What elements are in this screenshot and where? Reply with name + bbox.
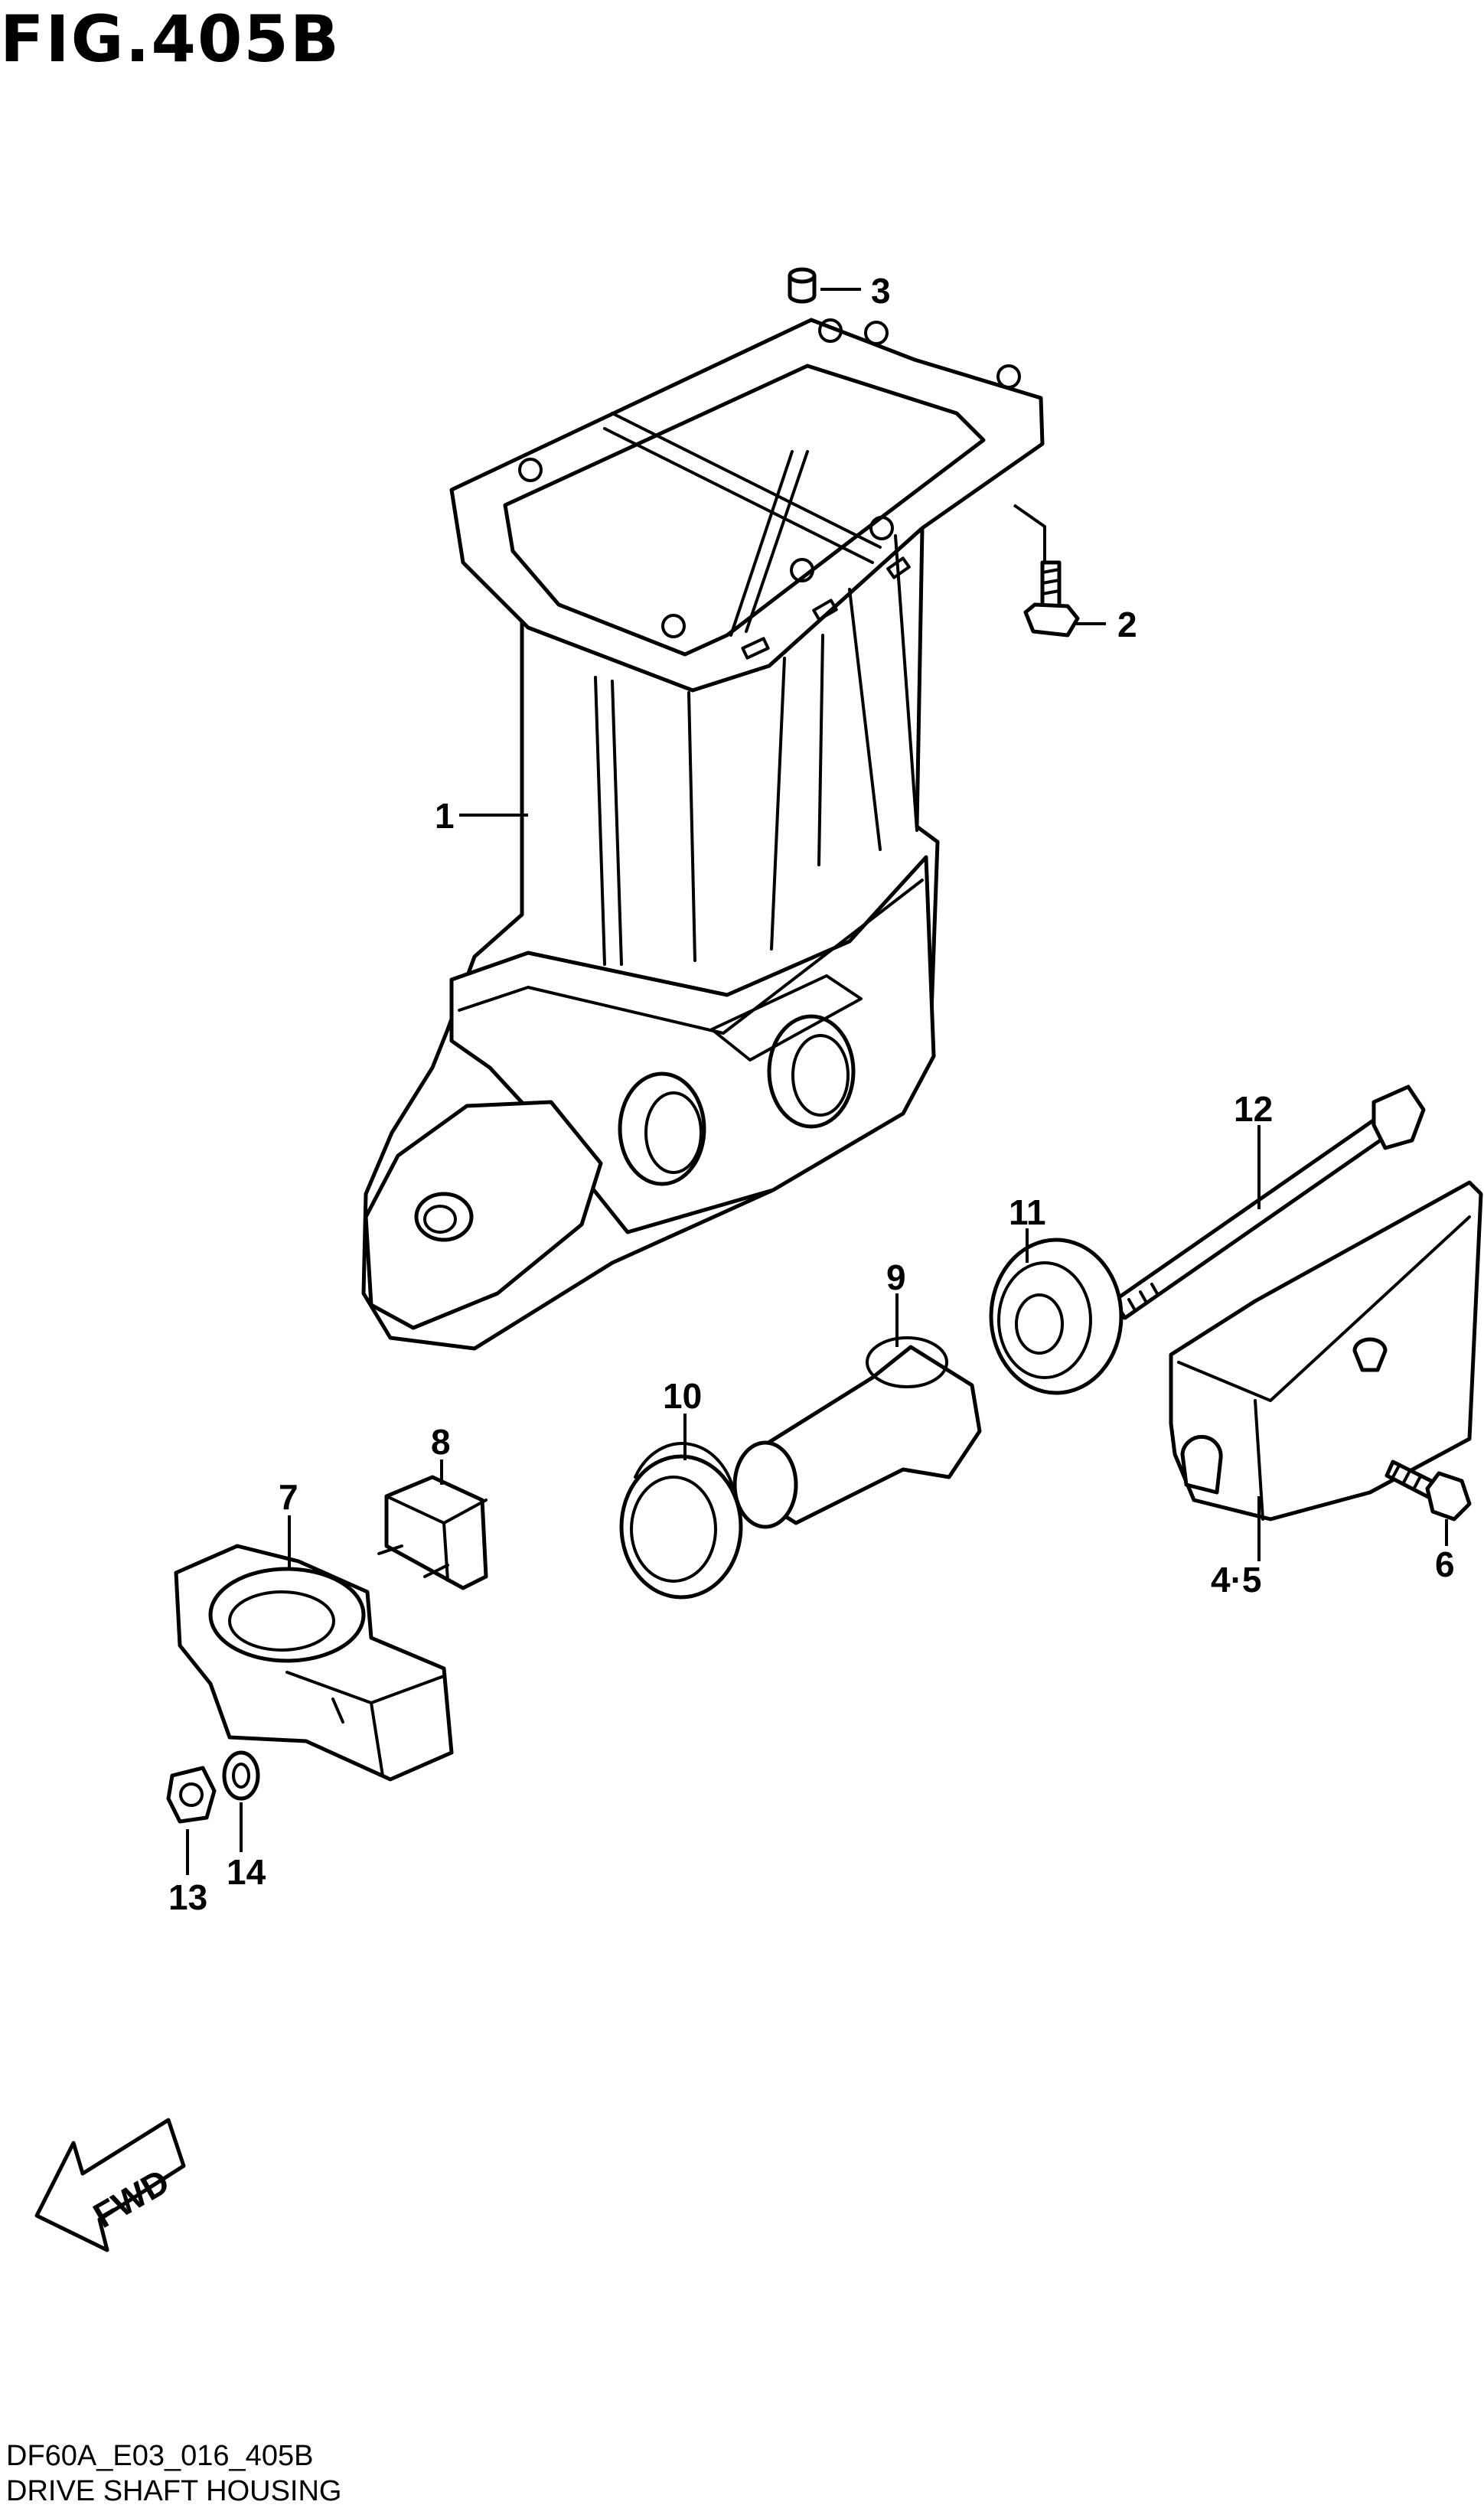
forward-direction-arrow: FWD	[34, 2118, 186, 2252]
callout-7: 7	[279, 1477, 298, 1517]
callout-3: 3	[871, 271, 891, 311]
part-14-washer	[222, 1750, 260, 1801]
callout-4-5: 4·5	[1211, 1560, 1261, 1600]
part-10-ring-bushing	[619, 1442, 743, 1600]
part-8-sensor	[377, 1475, 488, 1590]
part-4-5-cover	[1169, 1180, 1483, 1521]
part-6-small-bolt	[1385, 1459, 1472, 1521]
callout-8: 8	[431, 1422, 451, 1462]
diagram-name: DRIVE SHAFT HOUSING	[6, 2475, 342, 2507]
part-7-clamp-bracket	[174, 1544, 454, 1782]
callout-10: 10	[663, 1376, 702, 1416]
callout-2: 2	[1117, 605, 1137, 644]
part-12-long-bolt	[1111, 1084, 1426, 1320]
callout-12: 12	[1234, 1089, 1273, 1129]
part-13-nut	[166, 1766, 217, 1824]
callout-13: 13	[168, 1877, 207, 1917]
part-11-rubber-mount	[989, 1238, 1124, 1395]
callout-labels: 3 2 1 12 11 9 10 8 7 4·5 6 13 14	[168, 271, 1455, 1917]
diagram-code: DF60A_E03_016_405B	[6, 2440, 314, 2472]
callout-1: 1	[435, 796, 455, 836]
leader-lines	[186, 288, 1448, 1875]
figure-title: FIG.405B	[0, 2, 341, 77]
part-9-spacer-sleeve	[732, 1336, 982, 1529]
callout-6: 6	[1435, 1544, 1455, 1584]
callout-14: 14	[227, 1852, 266, 1892]
callout-9: 9	[886, 1257, 906, 1297]
callout-11: 11	[1009, 1192, 1046, 1232]
part-3-dowel-pin	[788, 267, 817, 304]
part-1-drive-shaft-housing	[361, 318, 1045, 1351]
part-2-bolt	[1023, 560, 1080, 638]
